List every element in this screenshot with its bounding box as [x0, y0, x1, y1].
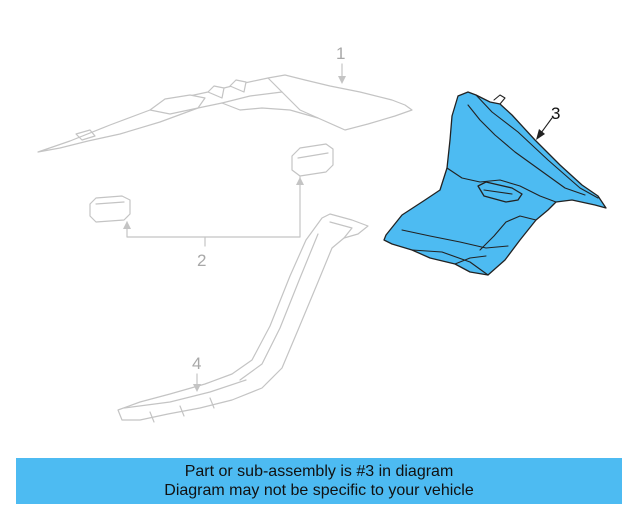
part-3-quarter-trim-panel	[383, 91, 607, 276]
callout-1-arrowhead	[338, 76, 346, 84]
callout-1-label: 1	[336, 44, 345, 63]
part-4-pillar-trim	[117, 213, 369, 423]
callout-2: 2	[123, 176, 304, 270]
part-1-headliner	[37, 74, 413, 153]
info-banner: Part or sub-assembly is #3 in diagram Di…	[16, 458, 622, 504]
part-2-left-pad	[89, 195, 131, 223]
callout-2-bracket	[126, 176, 301, 238]
callout-1: 1	[336, 44, 346, 84]
callout-4: 4	[192, 354, 201, 392]
banner-line-2: Diagram may not be specific to your vehi…	[164, 482, 474, 499]
parts-diagram: 1 2 4	[37, 44, 607, 423]
callout-3: 3	[536, 104, 560, 140]
callout-4-label: 4	[192, 354, 201, 373]
callout-3-label: 3	[551, 104, 560, 123]
banner-line-1: Part or sub-assembly is #3 in diagram	[184, 463, 454, 480]
callout-3-leader	[540, 117, 553, 134]
part-2-trim-pads	[89, 143, 334, 223]
part-2-right-pad	[291, 143, 334, 177]
callout-2-label: 2	[197, 251, 206, 270]
